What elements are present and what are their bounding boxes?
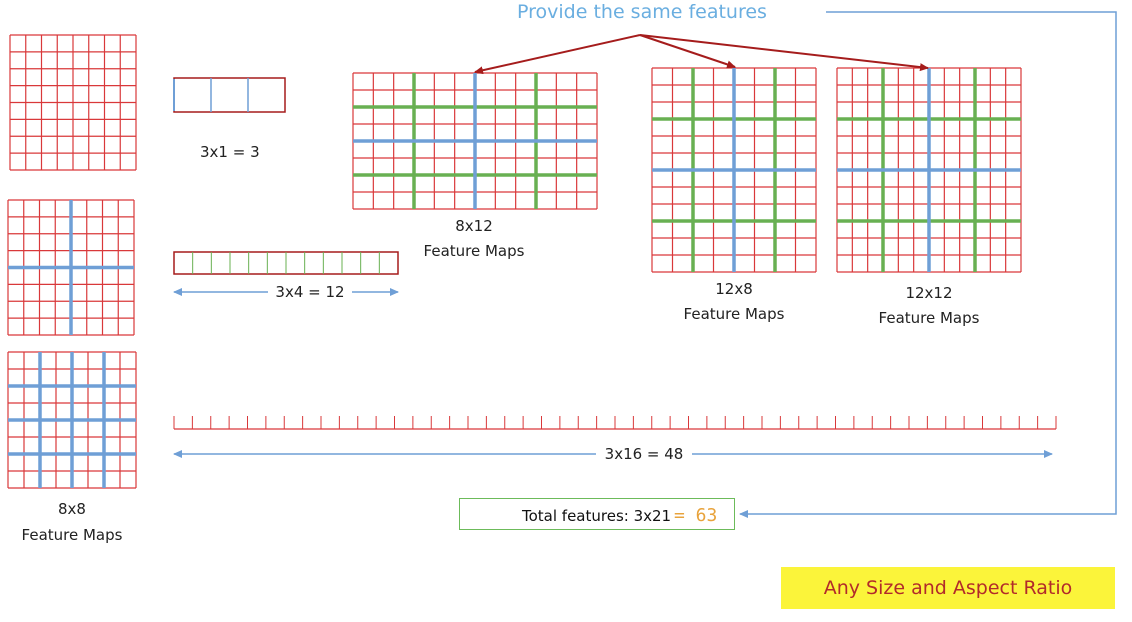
left-map-caption: Feature Maps bbox=[21, 526, 123, 544]
feature-map-8x8-level1 bbox=[9, 34, 137, 171]
pooled-vector-3x1 bbox=[173, 77, 286, 113]
arrow-to-8x12 bbox=[474, 34, 641, 75]
left-map-size-label: 8x8 bbox=[58, 500, 86, 518]
pool-3x1-formula: 3x1 = 3 bbox=[200, 143, 260, 161]
arrow-to-12x8 bbox=[639, 34, 736, 69]
pool-3x4-formula: 3x4 = 12 bbox=[275, 283, 345, 301]
map-8x12-caption: Feature Maps bbox=[423, 242, 525, 260]
map-12x8-size-label: 12x8 bbox=[715, 280, 753, 298]
pooled-vector-3x4 bbox=[173, 251, 399, 275]
map-8x12-size-label: 8x12 bbox=[455, 217, 493, 235]
any-size-aspect-ratio-text: Any Size and Aspect Ratio bbox=[823, 577, 1073, 599]
map-12x12-size-label: 12x12 bbox=[905, 284, 953, 302]
connector-line bbox=[739, 11, 1117, 518]
provide-same-features-title: Provide the same features bbox=[517, 1, 767, 23]
total-features-value: = 63 bbox=[674, 505, 718, 526]
pooled-vector-3x16 bbox=[173, 416, 1057, 430]
map-12x8-caption: Feature Maps bbox=[683, 305, 785, 323]
feature-map-12x12 bbox=[836, 67, 1022, 273]
any-size-aspect-ratio-banner: Any Size and Aspect Ratio bbox=[781, 567, 1115, 609]
feature-map-12x8 bbox=[651, 67, 817, 273]
arrow-to-12x12 bbox=[639, 34, 929, 72]
feature-map-8x8-level4 bbox=[7, 351, 137, 489]
pool-3x16-formula: 3x16 = 48 bbox=[604, 445, 684, 463]
total-features-box: Total features: 3x21 = 63 bbox=[459, 498, 735, 530]
vector-border bbox=[173, 77, 286, 113]
total-features-text: Total features: 3x21 bbox=[522, 507, 672, 525]
map-12x12-caption: Feature Maps bbox=[878, 309, 980, 327]
feature-map-8x12 bbox=[352, 72, 598, 210]
feature-map-8x8-level2 bbox=[7, 199, 135, 336]
